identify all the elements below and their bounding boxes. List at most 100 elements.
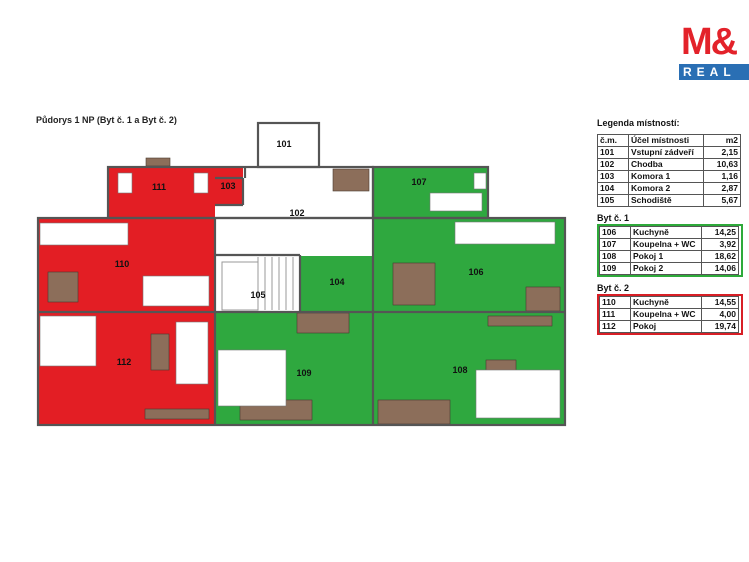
logo-wordmark: REAL [679, 64, 749, 80]
legend-room-num: 107 [599, 238, 631, 251]
legend-room-num: 103 [597, 170, 629, 183]
furniture-piece [150, 333, 170, 371]
dining-table [47, 271, 79, 303]
room-label-106: 106 [468, 267, 483, 277]
room-label-110: 110 [115, 259, 130, 269]
legend-room-area: 5,67 [703, 194, 741, 207]
legend-room-num: 110 [599, 296, 631, 309]
legend-header-num: č.m. [597, 134, 629, 147]
fixture [473, 172, 487, 190]
fixture [142, 275, 210, 307]
room-104-fill [300, 256, 373, 312]
furniture-piece [144, 408, 210, 420]
fixture [454, 221, 556, 245]
legend-room-num: 105 [597, 194, 629, 207]
legend-room-area: 2,87 [703, 182, 741, 195]
room-label-103: 103 [220, 181, 235, 191]
legend-room-area: 10,63 [703, 158, 741, 171]
legend-room-purpose: Koupelna + WC [630, 308, 702, 321]
room-102-fill [215, 205, 260, 255]
legend-room-num: 109 [599, 262, 631, 275]
fixture [117, 172, 133, 194]
legend-room-area: 18,62 [701, 250, 739, 263]
legend-title: Legenda místností: [597, 118, 680, 128]
legend-room-purpose: Pokoj 1 [630, 250, 702, 263]
fixture [475, 369, 561, 419]
legend-room-purpose: Vstupní zádveří [628, 146, 704, 159]
room-101-fill [258, 123, 319, 167]
room-label-102: 102 [289, 208, 304, 218]
legend-room-purpose: Kuchyně [630, 226, 702, 239]
legend-room-purpose: Pokoj 2 [630, 262, 702, 275]
fixture [429, 192, 483, 212]
legend-room-num: 104 [597, 182, 629, 195]
legend-room-num: 108 [599, 250, 631, 263]
furniture-piece [487, 315, 553, 327]
room-label-107: 107 [411, 177, 426, 187]
legend-room-num: 101 [597, 146, 629, 159]
furniture-piece [392, 262, 436, 306]
furniture-piece [332, 168, 370, 192]
legend-room-purpose: Chodba [628, 158, 704, 171]
company-logo: M& REAL [679, 22, 749, 82]
legend-room-num: 111 [599, 308, 631, 321]
room-label-109: 109 [296, 368, 311, 378]
plan-title: Půdorys 1 NP (Byt č. 1 a Byt č. 2) [36, 115, 177, 125]
legend-room-purpose: Komora 1 [628, 170, 704, 183]
fixture [217, 349, 287, 407]
byt1-title: Byt č. 1 [597, 213, 630, 223]
room-label-108: 108 [452, 365, 467, 375]
legend-room-area: 14,55 [701, 296, 739, 309]
furniture-piece [145, 157, 171, 167]
fixture [193, 172, 209, 194]
legend-room-purpose: Koupelna + WC [630, 238, 702, 251]
fixture [39, 222, 129, 246]
fixture [39, 315, 97, 367]
byt2-title: Byt č. 2 [597, 283, 630, 293]
legend-room-purpose: Pokoj [630, 320, 702, 333]
legend-room-area: 2,15 [703, 146, 741, 159]
room-legend: Legenda místností: č.m. Účel místnosti m… [597, 118, 743, 341]
legend-header-row: č.m. Účel místnosti m2 [597, 134, 741, 147]
legend-room-area: 19,74 [701, 320, 739, 333]
wall-107 [371, 165, 490, 220]
room-111-fill [108, 167, 243, 178]
legend-room-area: 3,92 [701, 238, 739, 251]
legend-room-purpose: Komora 2 [628, 182, 704, 195]
legend-room-num: 106 [599, 226, 631, 239]
legend-room-area: 14,25 [701, 226, 739, 239]
room-label-101: 101 [276, 139, 291, 149]
room-label-104: 104 [329, 277, 344, 287]
legend-room-area: 14,06 [701, 262, 739, 275]
legend-header-purpose: Účel místnosti [628, 134, 704, 147]
furniture-piece [525, 286, 561, 312]
legend-room-num: 112 [599, 320, 631, 333]
legend-room-num: 102 [597, 158, 629, 171]
furniture-piece [377, 399, 451, 425]
fixture [175, 321, 209, 385]
furniture-piece [296, 312, 350, 334]
legend-header-area: m2 [703, 134, 741, 147]
stair-flight [221, 261, 259, 311]
room-label-112: 112 [117, 357, 132, 367]
room-103-fill [215, 178, 243, 205]
legend-room-purpose: Schodiště [628, 194, 704, 207]
room-label-105: 105 [250, 290, 265, 300]
